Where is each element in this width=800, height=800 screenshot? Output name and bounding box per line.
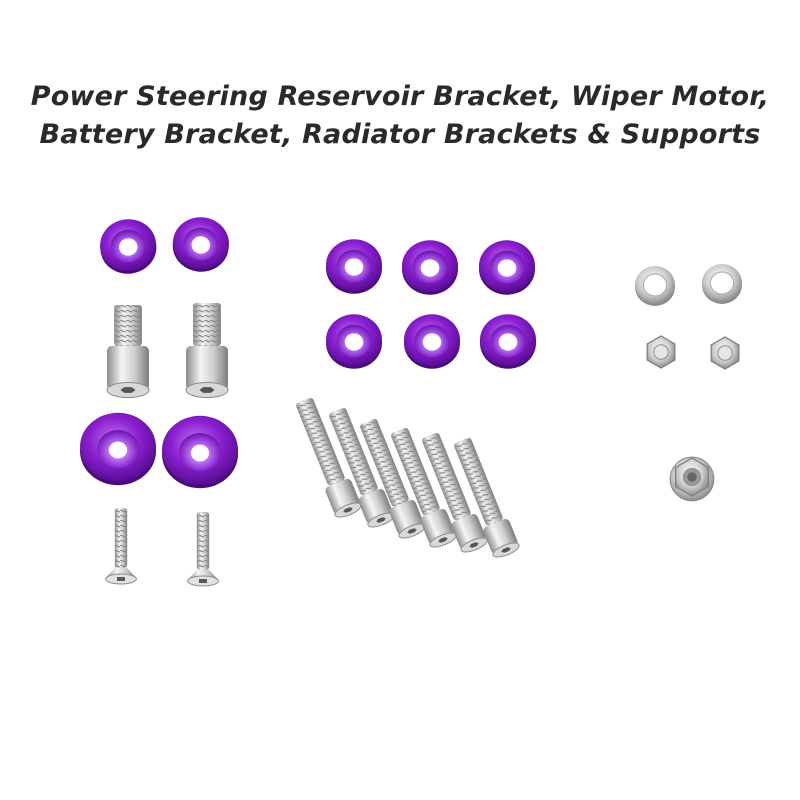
product-title: Power Steering Reservoir Bracket, Wiper … [0,78,800,154]
hex-socket-bolt-icon [296,398,362,518]
flat-washer-icon [702,264,742,304]
purple-cup-washer-icon [326,314,382,369]
countersunk-screw-icon [105,508,137,585]
purple-cup-washer-icon [402,240,458,295]
hex-socket-bolt-icon [391,428,457,548]
purple-cup-washer-icon [80,412,156,486]
hex-socket-bolt-icon [329,408,395,528]
countersunk-screw-icon [187,512,219,587]
acorn-nut-icon [646,335,676,369]
acorn-nut-icon [710,336,740,370]
hex-socket-bolt-icon [422,433,488,553]
flat-washer-icon [635,266,675,306]
hex-socket-bolt-icon [454,438,520,558]
purple-cup-washer-icon [326,239,382,294]
title-line-2: Battery Bracket, Radiator Brackets & Sup… [39,119,761,150]
title-line-1: Power Steering Reservoir Bracket, Wiper … [30,81,770,112]
purple-cup-washer-icon [162,415,238,489]
hex-socket-bolt-icon [106,305,150,399]
purple-cup-washer-icon [172,217,229,272]
purple-cup-washer-icon [100,219,157,274]
purple-cup-washer-icon [480,314,536,369]
purple-cup-washer-icon [479,240,535,295]
purple-cup-washer-icon [404,314,460,369]
hex-socket-bolt-icon [360,419,426,539]
flange-nut-icon [669,456,715,502]
hex-socket-bolt-icon [185,303,229,399]
